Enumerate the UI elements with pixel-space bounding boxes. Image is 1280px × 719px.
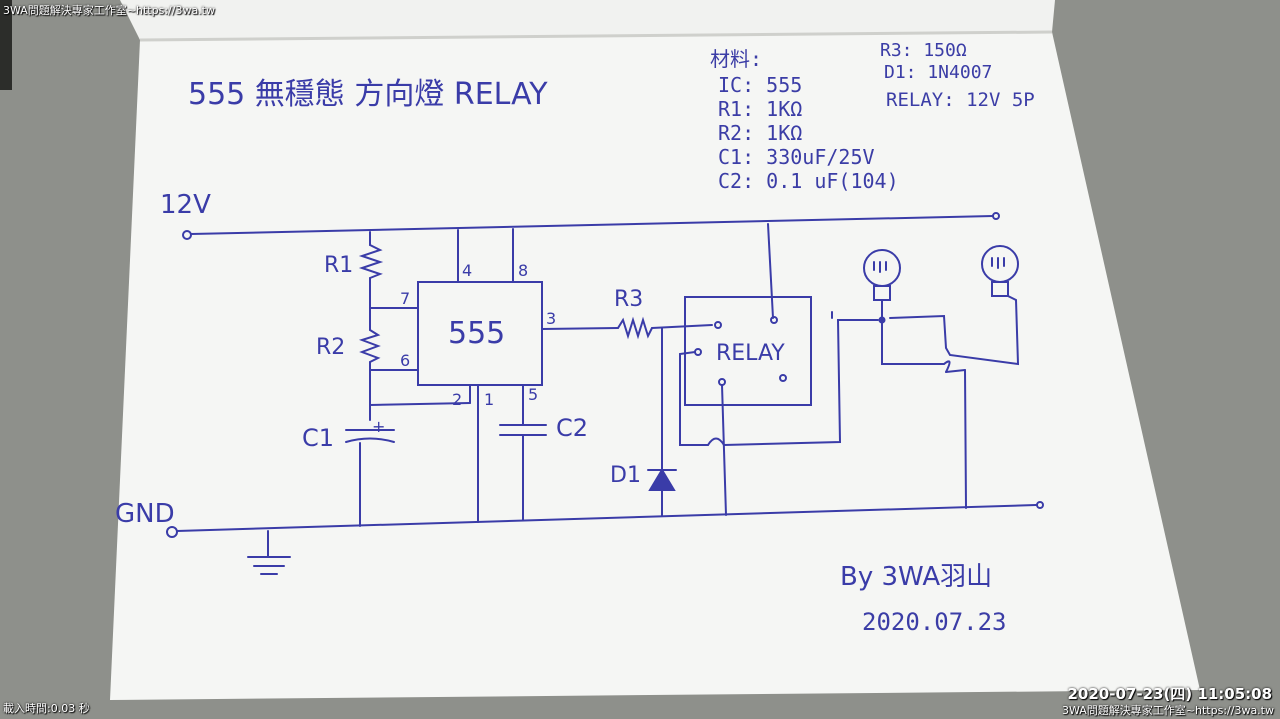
relay [684,296,812,406]
pin-1: 1 [484,390,494,409]
pin-5: 5 [528,385,538,404]
c1-plus: + [372,417,385,436]
material-r2: R2: 1KΩ [718,121,802,145]
vcc-rail [190,215,994,235]
gnd-terminal [166,526,178,538]
top-caption: 3WA問題解決專家工作室~https://3wa.tw [3,4,215,17]
material-c2: C2: 0.1 uF(104) [718,169,899,193]
signature: By 3WA羽山 [840,562,992,592]
material-ic: IC: 555 [718,73,802,97]
label-c2: C2 [556,414,588,442]
photo-timestamp: 2020-07-23(四) 11:05:08 [1067,685,1273,703]
label-12v: 12V [160,190,211,220]
label-r2: R2 [316,335,345,360]
load-time: 載入時間:0.03 秒 [3,702,90,715]
pin-4: 4 [462,261,472,280]
material-r3: R3: 150Ω [880,40,967,61]
material-d1: D1: 1N4007 [884,62,992,83]
footer-caption: 3WA問題解決專家工作室~https://3wa.tw [1062,704,1274,717]
material-relay: RELAY: 12V 5P [886,89,1035,111]
schematic [166,212,1044,575]
materials-heading: 材料: [710,47,762,71]
label-r1: R1 [324,253,353,278]
ic-label: 555 [448,316,505,351]
label-d1: D1 [610,463,641,488]
label-gnd: GND [115,499,175,529]
back-page [120,0,1055,40]
notebook-page [110,32,1200,700]
material-r1: R1: 1KΩ [718,97,802,121]
pin-3: 3 [546,309,556,328]
sign-date: 2020.07.23 [862,608,1007,636]
pin-7: 7 [400,289,410,308]
ic-555 [417,281,543,386]
pin-6: 6 [400,351,410,370]
label-r3: R3 [614,287,643,312]
pin-2: 2 [452,390,462,409]
label-c1: C1 [302,424,334,452]
pin-8: 8 [518,261,528,280]
note-title: 555 無穩態 方向燈 RELAY [188,77,548,112]
relay-label: RELAY [716,341,785,366]
gnd-rail [176,504,1037,532]
material-c1: C1: 330uF/25V [718,145,875,169]
